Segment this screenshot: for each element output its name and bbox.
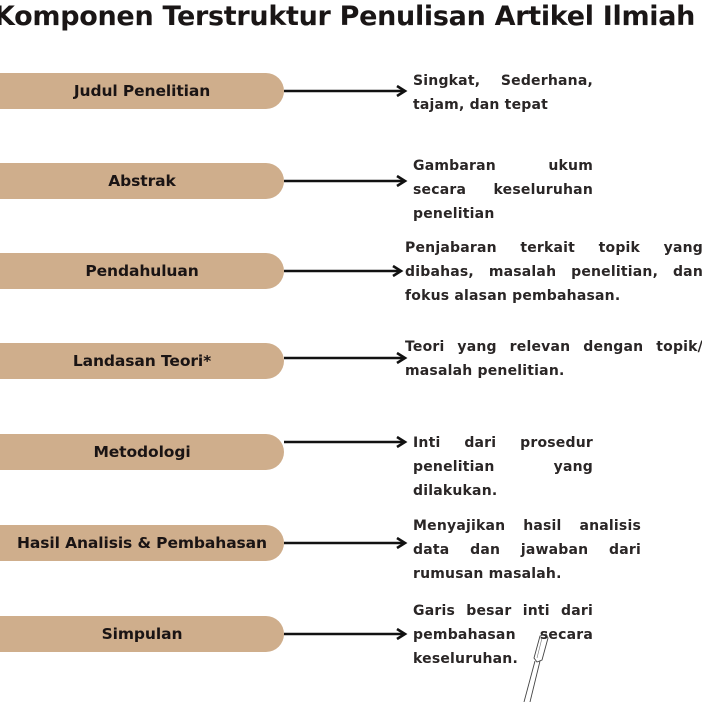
component-description: Teori yang relevan dengan topik/ masalah…: [405, 339, 702, 379]
component-row-abstrak: Abstrak: [0, 163, 702, 199]
arrow-right-icon: [284, 537, 408, 549]
component-row-judul-penelitian: Judul Penelitian: [0, 73, 702, 109]
component-pill: Abstrak: [0, 163, 284, 199]
component-label: Landasan Teori*: [72, 352, 212, 370]
component-label: Pendahuluan: [85, 262, 199, 280]
diagram-title: Komponen Terstruktur Penulisan Artikel I…: [0, 1, 696, 32]
component-row-pendahuluan: Pendahuluan: [0, 253, 702, 289]
pen-annotation-icon: [518, 628, 558, 703]
component-label: Simpulan: [101, 625, 183, 643]
arrow-right-icon: [284, 265, 404, 277]
arrow-right-icon: [284, 628, 408, 640]
component-description: Gambaran ukum secara keseluruhan penelit…: [413, 158, 593, 222]
component-description: Inti dari prosedur penelitian yang dilak…: [413, 435, 593, 499]
component-pill: Pendahuluan: [0, 253, 284, 289]
component-pill: Hasil Analisis & Pembahasan: [0, 525, 284, 561]
component-description: Garis besar inti dari pembahasan secara …: [413, 603, 593, 667]
component-row-simpulan: Simpulan: [0, 616, 702, 652]
component-description: Penjabaran terkait topik yang dibahas, m…: [405, 240, 702, 304]
arrow-right-icon: [284, 85, 408, 97]
component-description: Menyajikan hasil analisis data dan jawab…: [413, 518, 641, 582]
component-label: Hasil Analisis & Pembahasan: [17, 534, 267, 552]
component-label: Metodologi: [93, 443, 191, 461]
component-row-hasil-analisis: Hasil Analisis & Pembahasan: [0, 525, 702, 561]
arrow-right-icon: [284, 352, 408, 364]
component-label: Abstrak: [108, 172, 176, 190]
component-pill: Simpulan: [0, 616, 284, 652]
component-pill: Metodologi: [0, 434, 284, 470]
component-row-metodologi: Metodologi: [0, 434, 702, 470]
component-description: Singkat, Sederhana, tajam, dan tepat: [413, 73, 593, 113]
component-pill: Judul Penelitian: [0, 73, 284, 109]
arrow-right-icon: [284, 436, 408, 448]
component-pill: Landasan Teori*: [0, 343, 284, 379]
component-label: Judul Penelitian: [73, 82, 211, 100]
arrow-right-icon: [284, 175, 408, 187]
component-row-landasan-teori: Landasan Teori*: [0, 343, 702, 379]
